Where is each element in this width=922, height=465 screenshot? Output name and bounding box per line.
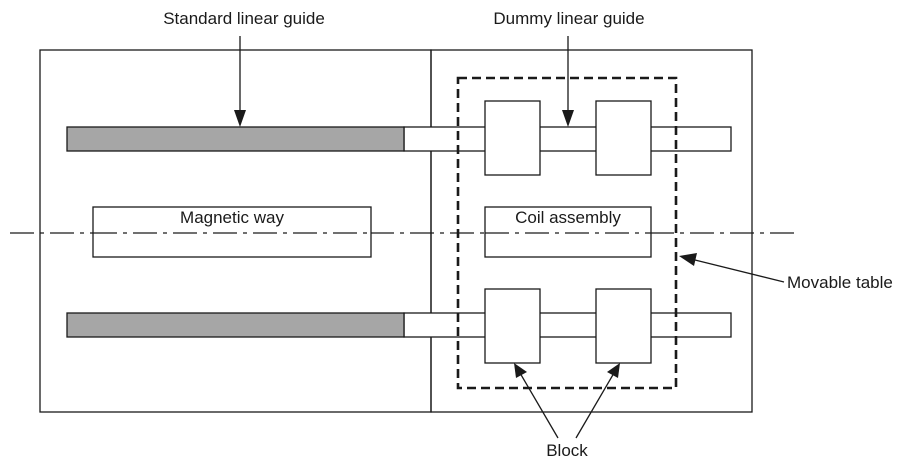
dummy-linear-guide-bottom	[403, 312, 732, 338]
block-arrowhead-left	[514, 363, 527, 378]
block-top-right	[595, 100, 652, 176]
block-label: Block	[546, 441, 588, 460]
block-arrow-right-shaft	[575, 372, 615, 439]
standard-linear-guide-arrowhead	[234, 110, 246, 127]
standard-linear-guide-bottom	[66, 312, 405, 338]
dummy-linear-guide-top	[403, 126, 732, 152]
coil-assembly-box	[484, 206, 652, 258]
block-bottom-right	[595, 288, 652, 364]
dummy-linear-guide-arrowhead	[562, 110, 574, 127]
standard-linear-guide-label: Standard linear guide	[163, 9, 325, 28]
block-top-left	[484, 100, 541, 176]
block-bottom-left	[484, 288, 541, 364]
coil-assembly-label: Coil assembly	[515, 208, 621, 227]
block-arrow-left-shaft	[519, 372, 559, 439]
magnetic-way-label: Magnetic way	[180, 208, 284, 227]
movable-table-arrowhead	[679, 253, 697, 266]
dummy-linear-guide-label: Dummy linear guide	[493, 9, 644, 28]
movable-table-label: Movable table	[787, 273, 893, 292]
movable-table-outline	[456, 76, 678, 390]
block-arrowhead-right	[607, 363, 620, 378]
magnetic-way-box	[92, 206, 372, 258]
movable-table-arrow-shaft	[694, 259, 785, 283]
standard-linear-guide-top	[66, 126, 405, 152]
